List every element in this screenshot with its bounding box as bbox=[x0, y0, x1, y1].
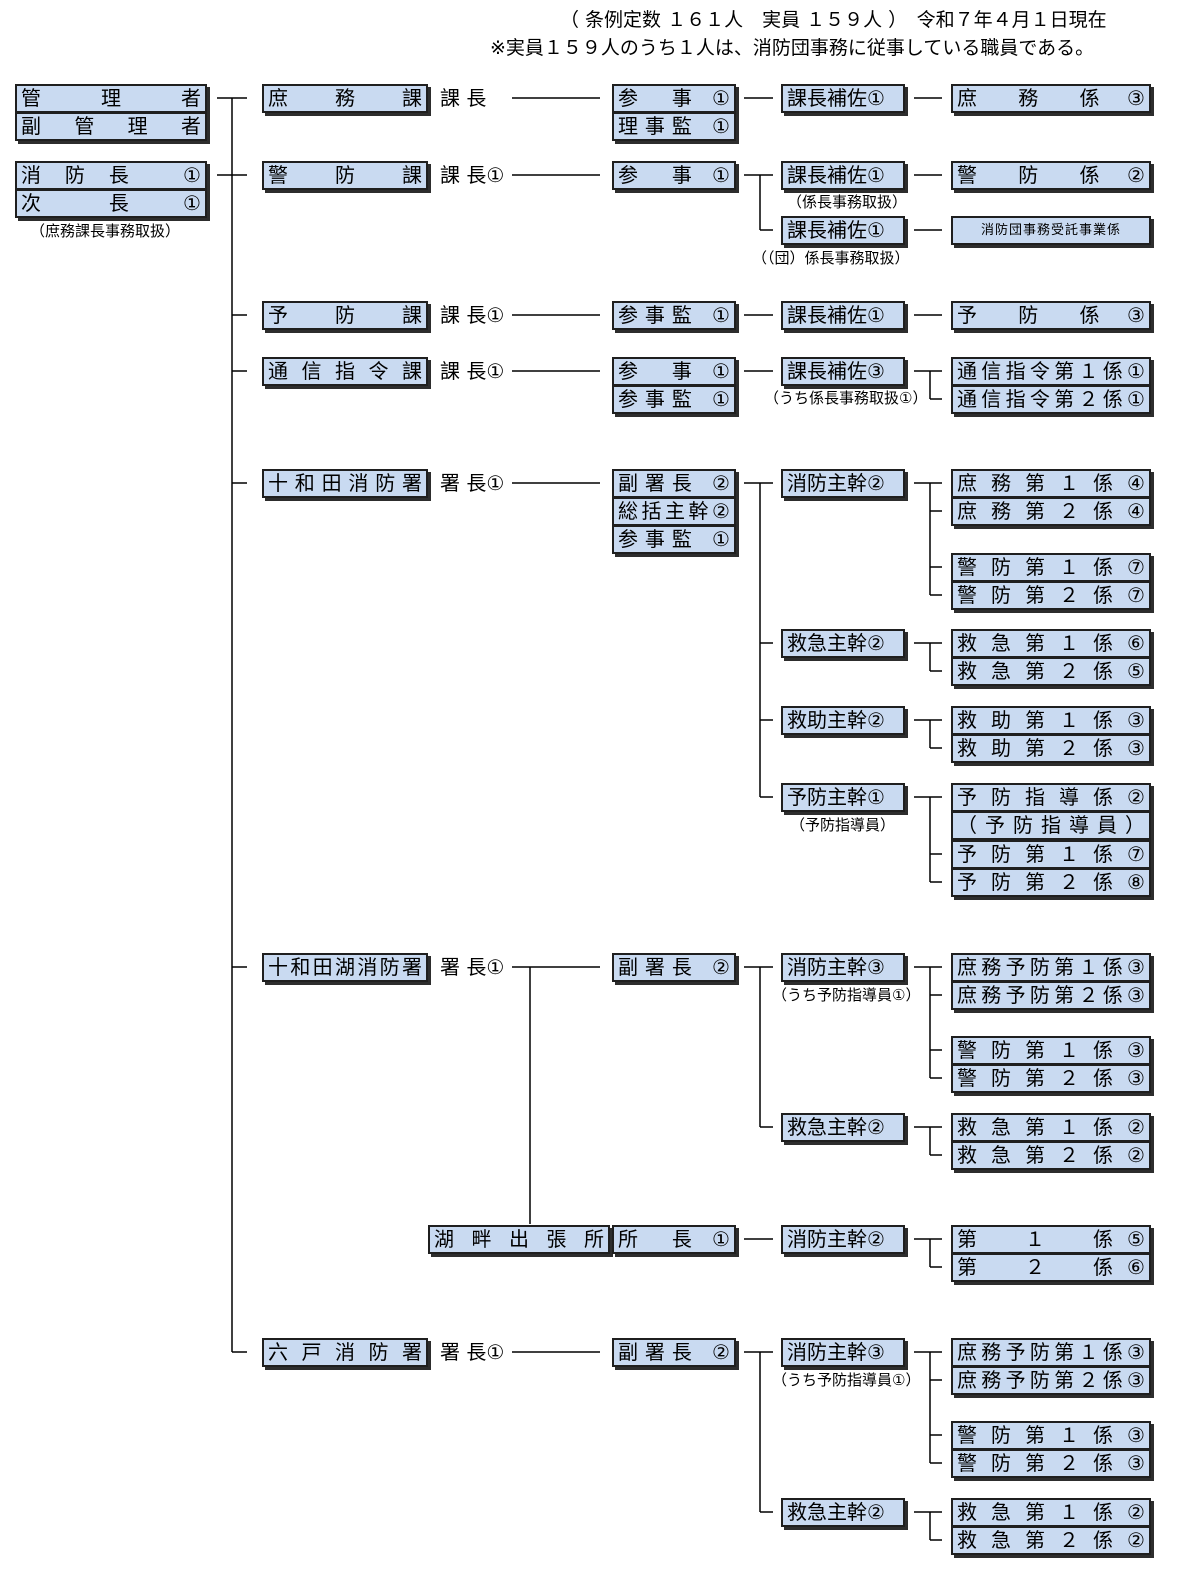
towada-g4-item-0: 予防指導係② bbox=[951, 783, 1151, 812]
towada-g3: 救助主幹② bbox=[781, 706, 905, 735]
rokunohe-l2-0: 副署長 ② bbox=[612, 1338, 736, 1367]
tsushin-l3-note: （うち係長事務取扱①） bbox=[764, 389, 928, 407]
kanrisha-box: 管 理 者 bbox=[15, 84, 207, 113]
unit-shomu: 庶 務 課 bbox=[262, 84, 428, 113]
towada-g3-item-0: 救助第１係③ bbox=[951, 706, 1151, 735]
towadako-g1-item-2: 警防第１係③ bbox=[951, 1036, 1151, 1065]
rokunohe-g1-item-3: 警防第２係③ bbox=[951, 1449, 1151, 1478]
kohan-item-0: 第 １ 係⑤ bbox=[951, 1225, 1151, 1254]
towada-g2-item-0: 救急第１係⑥ bbox=[951, 629, 1151, 658]
towada-l2-0: 副署長 ② bbox=[612, 469, 736, 498]
kohan-item-1: 第 ２ 係⑥ bbox=[951, 1253, 1151, 1282]
towadako-head: 署 長① bbox=[440, 955, 505, 979]
towada-g3-item-1: 救助第２係③ bbox=[951, 734, 1151, 763]
towada-g1-item-2: 警防第１係⑦ bbox=[951, 553, 1151, 582]
yobou-l2-0: 参事監 ① bbox=[612, 301, 736, 330]
towadako-g1-note: （うち予防指導員①） bbox=[772, 986, 921, 1004]
keibou-l3a-note: （係長事務取扱） bbox=[787, 193, 908, 211]
shomu-l2-1: 理事監 ① bbox=[612, 112, 736, 141]
rokunohe-g1: 消防主幹③ bbox=[781, 1338, 905, 1367]
rokunohe-g1-item-1: 庶務予防第２係③ bbox=[951, 1366, 1151, 1395]
keibou-l4a: 警 防 係 ② bbox=[951, 161, 1151, 190]
towada-g4-item-2: 予防第１係⑦ bbox=[951, 840, 1151, 869]
towada-g1-item-3: 警防第２係⑦ bbox=[951, 581, 1151, 610]
towadako-g2-item-1: 救急第２係② bbox=[951, 1141, 1151, 1170]
rokunohe-g2-item-0: 救急第１係② bbox=[951, 1498, 1151, 1527]
towadako-g1-item-0: 庶務予防第１係③ bbox=[951, 953, 1151, 982]
keibou-l2-0: 参 事 ① bbox=[612, 161, 736, 190]
towada-g2: 救急主幹② bbox=[781, 629, 905, 658]
unit-rokunohe: 六戸消防署 bbox=[262, 1338, 428, 1367]
towadako-g1-item-1: 庶務予防第２係③ bbox=[951, 981, 1151, 1010]
yobou-head: 課 長① bbox=[440, 303, 505, 327]
yobou-l4-0: 予 防 係 ③ bbox=[951, 301, 1151, 330]
tsushin-l2-0: 参 事 ① bbox=[612, 357, 736, 386]
keibou-head: 課 長① bbox=[440, 163, 505, 187]
rokunohe-g1-item-2: 警防第１係③ bbox=[951, 1421, 1151, 1450]
tsushin-l4-1: 通信指令第２係① bbox=[951, 385, 1151, 414]
unit-tsushin: 通信指令課 bbox=[262, 357, 428, 386]
towada-g4-note: （予防指導員） bbox=[790, 816, 896, 834]
kohan-head: 所 長 ① bbox=[612, 1225, 736, 1254]
keibou-l3b-note: （（団）係長事務取扱） bbox=[752, 249, 910, 267]
tsushin-head: 課 長① bbox=[440, 359, 505, 383]
unit-towada: 十和田消防署 bbox=[262, 469, 428, 498]
yobou-l3: 課長補佐① bbox=[781, 301, 905, 330]
shomu-l2-0: 参 事 ① bbox=[612, 84, 736, 113]
towadako-g2: 救急主幹② bbox=[781, 1113, 905, 1142]
rokunohe-g1-item-0: 庶務予防第１係③ bbox=[951, 1338, 1151, 1367]
towada-l2-1: 総括主幹② bbox=[612, 497, 736, 526]
jichou-note: （庶務課長事務取扱） bbox=[30, 222, 181, 240]
keibou-l3b: 課長補佐① bbox=[781, 216, 905, 245]
shomu-l3: 課長補佐① bbox=[781, 84, 905, 113]
towada-head: 署 長① bbox=[440, 471, 505, 495]
towada-g4-item-1: （予防指導員） bbox=[951, 811, 1151, 840]
towada-l2-2: 参事監 ① bbox=[612, 525, 736, 554]
header-note: ※実員１５９人のうち１人は、消防団事務に従事している職員である。 bbox=[490, 37, 1095, 59]
towada-g1-item-0: 庶務第１係④ bbox=[951, 469, 1151, 498]
towada-g1: 消防主幹② bbox=[781, 469, 905, 498]
rokunohe-head: 署 長① bbox=[440, 1340, 505, 1364]
towadako-g2-item-0: 救急第１係② bbox=[951, 1113, 1151, 1142]
shomu-head: 課 長 bbox=[440, 86, 487, 110]
tsushin-l4-0: 通信指令第１係① bbox=[951, 357, 1151, 386]
towadako-g1: 消防主幹③ bbox=[781, 953, 905, 982]
towadako-l2-0: 副署長 ② bbox=[612, 953, 736, 982]
towadako-g1-item-3: 警防第２係③ bbox=[951, 1064, 1151, 1093]
towada-g1-item-1: 庶務第２係④ bbox=[951, 497, 1151, 526]
rokunohe-g1-note: （うち予防指導員①） bbox=[772, 1371, 921, 1389]
header-staff-count: （ 条例定数 １６１人 実員 １５９人 ） 令和７年４月１日現在 bbox=[560, 9, 1107, 31]
keibou-l3a: 課長補佐① bbox=[781, 161, 905, 190]
rokunohe-g2: 救急主幹② bbox=[781, 1498, 905, 1527]
kohan-l3: 消防主幹② bbox=[781, 1225, 905, 1254]
unit-kohan-branch: 湖畔出張所 bbox=[428, 1225, 610, 1254]
shomu-l4-0: 庶 務 係 ③ bbox=[951, 84, 1151, 113]
towada-g4: 予防主幹① bbox=[781, 783, 905, 812]
unit-yobou: 予 防 課 bbox=[262, 301, 428, 330]
fuku-kanrisha-box: 副 管 理 者 bbox=[15, 112, 207, 141]
tsushin-l2-1: 参事監 ① bbox=[612, 385, 736, 414]
towada-g4-item-3: 予防第２係⑧ bbox=[951, 868, 1151, 897]
towada-g2-item-1: 救急第２係⑤ bbox=[951, 657, 1151, 686]
shoubouchou-box: 消防長 ① bbox=[15, 161, 207, 190]
unit-keibou: 警 防 課 bbox=[262, 161, 428, 190]
jichou-box: 次 長 ① bbox=[15, 189, 207, 218]
unit-towadako: 十和田湖消防署 bbox=[262, 953, 428, 982]
rokunohe-g2-item-1: 救急第２係② bbox=[951, 1526, 1151, 1555]
keibou-l4b: 消防団事務受託事業係 bbox=[951, 216, 1151, 245]
tsushin-l3: 課長補佐③ bbox=[781, 357, 905, 386]
